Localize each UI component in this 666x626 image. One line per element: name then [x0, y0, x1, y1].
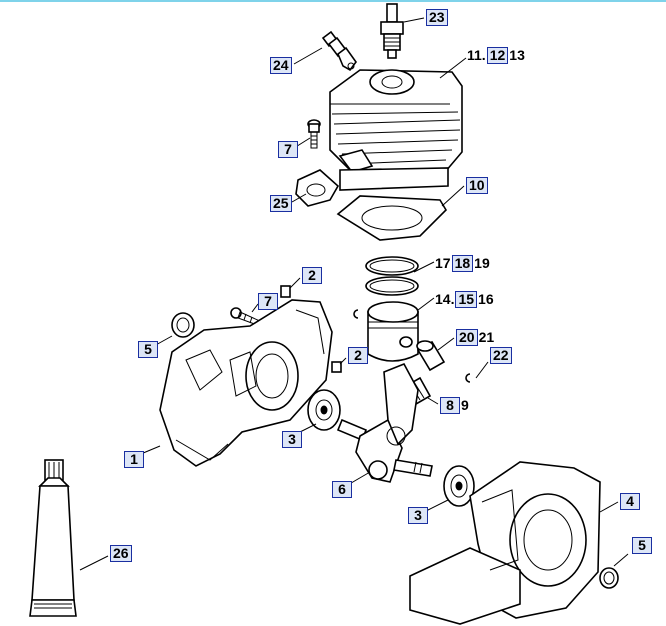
callout-22: 22 — [488, 346, 514, 364]
grease-tube-drawing — [29, 459, 77, 617]
piston-drawing — [367, 301, 419, 362]
callout-box: 26 — [110, 545, 132, 562]
callout-7-top: 7 — [276, 140, 300, 158]
callout-box: 15 — [455, 291, 478, 308]
circlip-left-drawing — [353, 309, 359, 319]
callout-4: 4 — [618, 492, 642, 510]
callout-24: 24 — [268, 56, 294, 74]
oil-seal-left-drawing — [171, 312, 195, 338]
callout-box: 3 — [408, 507, 428, 524]
callout-box: 3 — [282, 431, 302, 448]
top-border-line — [0, 0, 666, 2]
callout-25: 25 — [268, 194, 294, 212]
callout-box: 25 — [270, 195, 292, 212]
spark-plug-drawing — [380, 3, 404, 59]
callout-box: 2 — [348, 347, 368, 364]
callout-3-right: 3 — [406, 506, 430, 524]
callout-5-right: 5 — [630, 536, 654, 554]
callout-box: 10 — [466, 177, 488, 194]
callout-box: 23 — [426, 9, 448, 26]
screw-top-drawing — [307, 119, 321, 149]
piston-pin-drawing — [416, 340, 446, 372]
callout-1: 1 — [122, 450, 146, 468]
callout-box: 8 — [440, 397, 460, 414]
piston-rings-drawing — [365, 256, 419, 296]
crankshaft-drawing — [336, 362, 433, 483]
screw-lower-drawing — [230, 307, 263, 327]
decompression-valve-drawing — [321, 30, 357, 72]
callout-box: 5 — [138, 341, 158, 358]
pin-upper-drawing — [280, 285, 291, 298]
callout-box: 18 — [451, 255, 474, 272]
callout-box: 7 — [258, 293, 278, 310]
callout-10: 10 — [464, 176, 490, 194]
callout-box: 1 — [124, 451, 144, 468]
crankcase-left-drawing — [159, 299, 333, 467]
callout-box: 20 — [456, 329, 478, 346]
callout-2-upper: 2 — [300, 266, 324, 284]
callout-23: 23 — [424, 8, 450, 26]
oil-seal-right-drawing — [599, 567, 619, 589]
callout-box: 6 — [332, 481, 352, 498]
gasket-small-drawing — [295, 169, 340, 207]
bearing-left-drawing — [307, 389, 341, 431]
circlip-right-drawing — [465, 373, 471, 383]
callout-box: 24 — [270, 57, 292, 74]
callout-box: 22 — [490, 347, 512, 364]
callout-box: 7 — [278, 141, 298, 158]
callout-3-left: 3 — [280, 430, 304, 448]
crankcase-right-drawing — [409, 461, 601, 625]
pin-lower-drawing — [331, 361, 342, 373]
cylinder-drawing — [329, 69, 463, 191]
callout-box: 12 — [486, 47, 509, 64]
callout-box: 2 — [302, 267, 322, 284]
callout-box: 5 — [632, 537, 652, 554]
callout-5-left: 5 — [136, 340, 160, 358]
cylinder-gasket-drawing — [336, 195, 448, 241]
callout-7-lower: 7 — [256, 292, 280, 310]
callout-6: 6 — [330, 480, 354, 498]
callout-26: 26 — [108, 544, 134, 562]
callout-box: 4 — [620, 493, 640, 510]
callout-2-lower: 2 — [346, 346, 370, 364]
bearing-right-drawing — [443, 465, 475, 507]
